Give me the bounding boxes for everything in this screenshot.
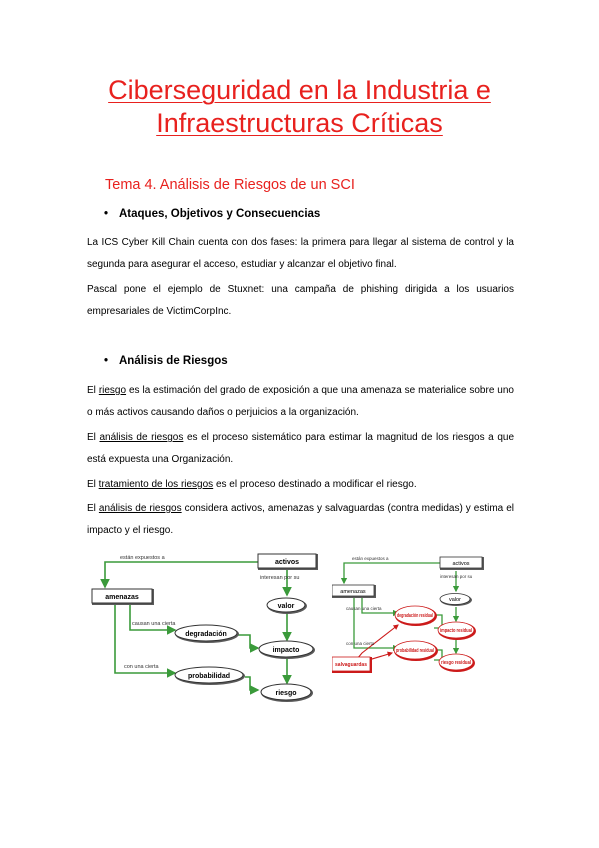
label-interesan: interesan por su [440,574,473,579]
bullet-icon: • [104,355,109,367]
text-fragment: El [87,503,99,514]
text-fragment: es el proceso destinado a modificar el r… [213,479,417,490]
section-heading-risk-analysis: • Análisis de Riesgos [104,355,228,367]
node-salvaguardas-label: salvaguardas [335,662,367,668]
text-fragment: El [87,479,99,490]
node-amenazas-label: amenazas [340,589,366,595]
label-con-cierta: con una cierta [124,664,159,670]
node-amenazas-label: amenazas [105,594,139,601]
title-line-2: Infraestructuras Críticas [156,108,443,138]
text-fragment: El [87,432,100,443]
diagram-risk-model-svg: están expuestos a interesan por su causa… [91,553,318,702]
node-impacto-label: impacto [273,647,300,654]
label-causan: causan una cierta [132,621,176,627]
label-causan: causan una cierta [346,606,382,611]
paragraph-considera: El análisis de riesgos considera activos… [87,498,514,542]
node-probabilidad-residual-label: probabilidad residual [396,648,434,654]
bullet-icon: • [104,208,109,220]
title-line-1: Ciberseguridad en la Industria e [108,75,491,105]
diagram-residual-risk-model-svg: están expuestos a interesan por su causa… [332,556,484,673]
term-tratamiento-riesgos: tratamiento de los riesgos [98,479,214,490]
paragraph-riesgo: El riesgo es la estimación del grado de … [87,380,514,424]
topic-heading: Tema 4. Análisis de Riesgos de un SCI [105,177,355,193]
node-impacto-residual-label: impacto residual [440,628,472,634]
term-riesgo: riesgo [98,385,127,396]
paragraph-kill-chain: La ICS Cyber Kill Chain cuenta con dos f… [87,237,514,270]
node-degradacion-residual-label: degradación residual [397,613,433,619]
paragraph-stuxnet: Pascal pone el ejemplo de Stuxnet: una c… [87,284,514,317]
label-expuestos: están expuestos a [120,555,166,561]
text-fragment: es el proceso sistemático para estimar l… [87,432,515,465]
text-fragment: es la estimación del grado de exposición… [87,385,514,418]
node-valor-label: valor [449,597,461,603]
node-degradacion-label: degradación [185,631,227,638]
diagram-residual-risk-model: están expuestos a interesan por su causa… [332,553,512,703]
term-analisis-riesgos: análisis de riesgos [99,432,184,443]
paragraph-tratamiento: El tratamiento de los riesgos es el proc… [87,474,514,496]
section-heading-text: Ataques, Objetivos y Consecuencias [119,208,321,220]
node-riesgo-label: riesgo [275,690,296,697]
paragraph-analisis: El análisis de riesgos es el proceso sis… [87,427,514,471]
label-interesan: interesan por su [260,575,299,581]
term-analisis-riesgos-2: análisis de riesgos [98,503,182,514]
label-con-cierta: con una cierta [346,641,375,646]
node-valor-label: valor [278,603,295,610]
text-fragment: considera activos, amenazas y salvaguard… [87,503,515,536]
node-activos-label: activos [275,559,299,566]
text-fragment: El [87,385,99,396]
label-expuestos: están expuestos a [352,556,389,561]
node-activos-label: activos [452,561,469,567]
node-riesgo-residual-label: riesgo residual [441,660,472,666]
diagram-risk-model: están expuestos a interesan por su causa… [90,550,320,710]
document-title: Ciberseguridad en la Industria e Infraes… [0,74,599,140]
section-heading-attacks: • Ataques, Objetivos y Consecuencias [104,208,320,220]
node-probabilidad-label: probabilidad [188,673,230,680]
section-heading-text: Análisis de Riesgos [119,355,228,367]
